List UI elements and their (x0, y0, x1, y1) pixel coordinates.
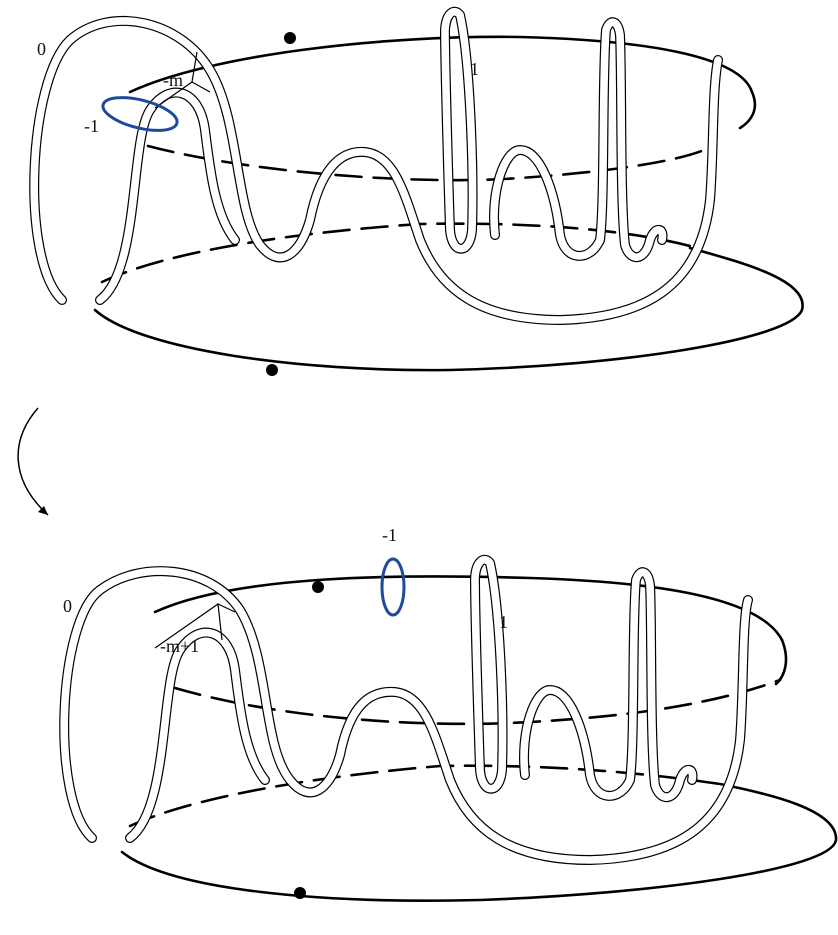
top-label-neg1: -1 (84, 116, 99, 136)
bottom-lower-ring-front (120, 782, 838, 902)
top-label-0: 0 (37, 39, 46, 59)
bottom-label-1: 1 (499, 612, 508, 632)
bottom-twist-box (154, 602, 236, 649)
top-ring-dot-1 (284, 32, 296, 44)
bottom-lower-ring-back (128, 764, 722, 828)
transition-arrow (17, 407, 49, 516)
bottom-label-m1: -m+1 (160, 636, 199, 656)
arrow-head-icon (38, 506, 48, 515)
bottom-ring-middle-dashed (173, 678, 782, 726)
top-lower-ring-front (93, 246, 804, 372)
bottom-blue-unknot (380, 557, 406, 617)
top-blue-unknot (101, 96, 179, 132)
bottom-ring-dot-1 (312, 581, 324, 593)
top-band (29, 6, 723, 325)
bottom-label-neg1: -1 (382, 525, 397, 545)
top-label-m: -m (163, 70, 183, 90)
top-twist-box (154, 51, 211, 109)
bottom-label-0: 0 (63, 596, 72, 616)
top-label-1: 1 (470, 59, 479, 79)
top-ring-dot-2 (266, 364, 278, 376)
top-ring-right-end (738, 90, 757, 130)
bottom-ring-back (153, 575, 784, 642)
top-ring-back (128, 35, 754, 94)
top-diagram: 0 -m -1 1 (29, 6, 804, 376)
bottom-band (59, 554, 753, 865)
bottom-ring-right-end (774, 638, 788, 686)
bottom-ring-dot-2 (294, 887, 306, 899)
bottom-diagram: 0 -m+1 -1 1 (59, 525, 838, 902)
